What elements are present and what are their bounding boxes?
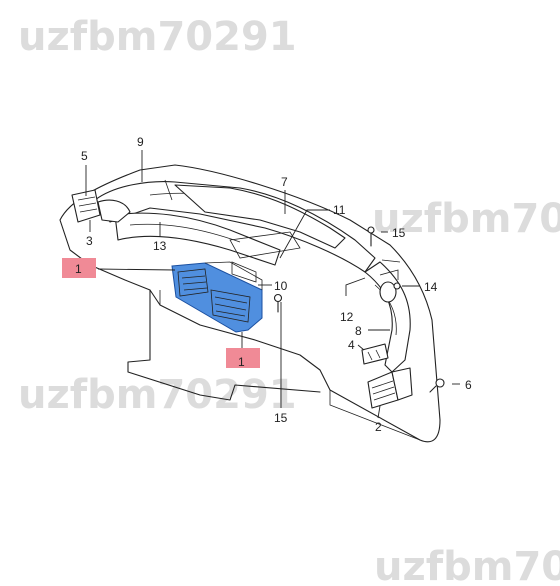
label-tag-1-left [62, 258, 96, 278]
callout-12: 12 [340, 310, 354, 324]
callout-1-left: 1 [75, 262, 82, 276]
callout-5: 5 [81, 149, 88, 163]
watermark-middle-left: uzfbm70291 [18, 372, 297, 418]
screw-6 [429, 378, 445, 393]
center-vent-1-highlighted [171, 261, 263, 333]
instrument-panel-outline [59, 164, 441, 443]
side-vent-right-2 [367, 367, 413, 409]
callout-10: 10 [274, 279, 288, 293]
callout-9: 9 [137, 135, 144, 149]
callout-15-bottom: 15 [274, 411, 288, 425]
screw-15-top [367, 226, 375, 247]
label-tag-1-bottom [226, 348, 260, 368]
callout-14: 14 [424, 280, 438, 294]
callout-13: 13 [153, 239, 167, 253]
callout-8: 8 [355, 324, 362, 338]
callout-7: 7 [281, 175, 288, 189]
watermark-right: uzfbm702 [372, 196, 560, 242]
watermark-top-left: uzfbm70291 [18, 14, 297, 60]
watermark-bottom-right: uzfbm70 [374, 544, 560, 586]
leader-lines [85, 150, 460, 419]
duct-13 [114, 212, 281, 266]
callout-11: 11 [333, 203, 346, 217]
callout-1-bottom: 1 [238, 355, 245, 369]
callout-labels: 1 1 2 3 4 5 6 7 8 9 10 11 12 13 14 15 15 [75, 135, 472, 434]
clip-4 [361, 343, 389, 365]
callout-3: 3 [86, 234, 93, 248]
callout-2: 2 [375, 420, 382, 434]
screw-15-bottom [273, 293, 283, 313]
callout-6: 6 [465, 378, 472, 392]
defroster-duct-7 [174, 184, 346, 259]
callout-15-top: 15 [392, 226, 406, 240]
bracket-10 [231, 261, 257, 283]
duct-right-12 [364, 261, 411, 373]
screw-14 [379, 259, 401, 290]
callout-4: 4 [348, 338, 355, 352]
side-vent-left-3 [71, 189, 131, 223]
